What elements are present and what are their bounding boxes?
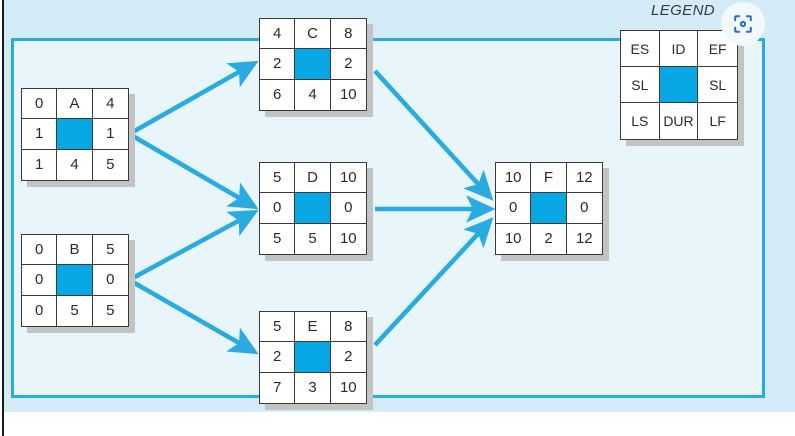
activity-node-a[interactable]: 0 A 4 1 1 1 4 5 — [21, 88, 129, 181]
node-c-slack-right: 2 — [330, 49, 366, 80]
legend-cell-lf: LF — [709, 113, 726, 129]
node-a-slack-left: 1 — [22, 119, 58, 150]
node-e-slack-right: 2 — [330, 342, 366, 373]
node-b-slack-left: 0 — [22, 265, 58, 296]
legend-cell-dur: DUR — [660, 103, 699, 139]
node-a-duration: 4 — [57, 149, 93, 180]
node-a-slack-right: 1 — [92, 119, 128, 150]
node-b-slack-right: 0 — [92, 265, 128, 296]
node-c-early-start: 4 — [260, 19, 296, 50]
legend: LEGEND ES ID EF SL SL LS DUR LF — [620, 2, 746, 140]
node-b-early-start: 0 — [22, 235, 58, 266]
legend-cell-sl-right: SL — [698, 67, 737, 103]
node-f-duration: 2 — [531, 223, 567, 254]
legend-cell-sl-left: SL — [621, 67, 660, 103]
node-d-id: D — [295, 163, 331, 194]
legend-cell-center-highlight — [659, 67, 699, 103]
node-b-late-finish: 5 — [106, 302, 115, 320]
node-c-early-finish: 8 — [330, 19, 366, 50]
node-d-slack-left: 0 — [260, 193, 296, 224]
node-f-slack-right: 0 — [566, 193, 602, 224]
legend-cell-es: ES — [621, 31, 660, 67]
activity-node-e[interactable]: 5 E 8 2 2 7 3 10 — [259, 311, 367, 404]
page-left-edge-rule-lower — [2, 412, 4, 436]
node-e-late-start: 7 — [260, 372, 296, 403]
legend-cell-id: ID — [659, 31, 699, 67]
node-d-late-start: 5 — [260, 223, 296, 254]
node-d-slack-right: 0 — [330, 193, 366, 224]
node-b-center-highlight — [57, 265, 93, 296]
node-c-id: C — [295, 19, 331, 50]
node-e-slack-left: 2 — [260, 342, 296, 373]
node-c-center-highlight — [295, 49, 331, 80]
scan-focus-icon — [734, 15, 752, 33]
node-c-late-start: 6 — [260, 79, 296, 110]
node-c-slack-left: 2 — [260, 49, 296, 80]
node-a-late-start: 1 — [22, 149, 58, 180]
legend-cell-ef: EF — [698, 31, 737, 67]
node-c-duration: 4 — [295, 79, 331, 110]
node-e-center-highlight — [295, 342, 331, 373]
node-f-late-start: 10 — [496, 223, 532, 254]
node-c-late-finish: 10 — [339, 86, 357, 104]
legend-cell-ls: LS — [621, 103, 660, 139]
scan-focus-button[interactable] — [721, 2, 765, 46]
node-d-duration: 5 — [295, 223, 331, 254]
node-f-center-highlight — [531, 193, 567, 224]
node-d-center-highlight — [295, 193, 331, 224]
node-d-early-finish: 10 — [330, 163, 366, 194]
node-d-late-finish: 10 — [339, 230, 357, 248]
page-left-edge-rule — [2, 0, 4, 436]
node-f-id: F — [531, 163, 567, 194]
node-e-early-finish: 8 — [330, 312, 366, 343]
node-e-duration: 3 — [295, 372, 331, 403]
node-e-late-finish: 10 — [339, 379, 357, 397]
activity-node-b[interactable]: 0 B 5 0 0 0 5 5 — [21, 234, 129, 327]
legend-node-key: ES ID EF SL SL LS DUR LF — [620, 30, 738, 140]
node-a-center-highlight — [57, 119, 93, 150]
activity-node-f[interactable]: 10 F 12 0 0 10 2 12 — [495, 162, 603, 255]
node-f-early-finish: 12 — [566, 163, 602, 194]
node-f-late-finish: 12 — [575, 230, 593, 248]
node-f-slack-left: 0 — [496, 193, 532, 224]
node-e-early-start: 5 — [260, 312, 296, 343]
node-a-id: A — [57, 89, 93, 120]
activity-node-c[interactable]: 4 C 8 2 2 6 4 10 — [259, 18, 367, 111]
legend-title: LEGEND — [650, 2, 716, 19]
activity-node-d[interactable]: 5 D 10 0 0 5 5 10 — [259, 162, 367, 255]
node-b-duration: 5 — [57, 295, 93, 326]
node-d-early-start: 5 — [260, 163, 296, 194]
node-f-early-start: 10 — [496, 163, 532, 194]
node-e-id: E — [295, 312, 331, 343]
node-b-id: B — [57, 235, 93, 266]
node-a-early-finish: 4 — [92, 89, 128, 120]
node-b-early-finish: 5 — [92, 235, 128, 266]
node-b-late-start: 0 — [22, 295, 58, 326]
node-a-late-finish: 5 — [106, 156, 115, 174]
node-a-early-start: 0 — [22, 89, 58, 120]
